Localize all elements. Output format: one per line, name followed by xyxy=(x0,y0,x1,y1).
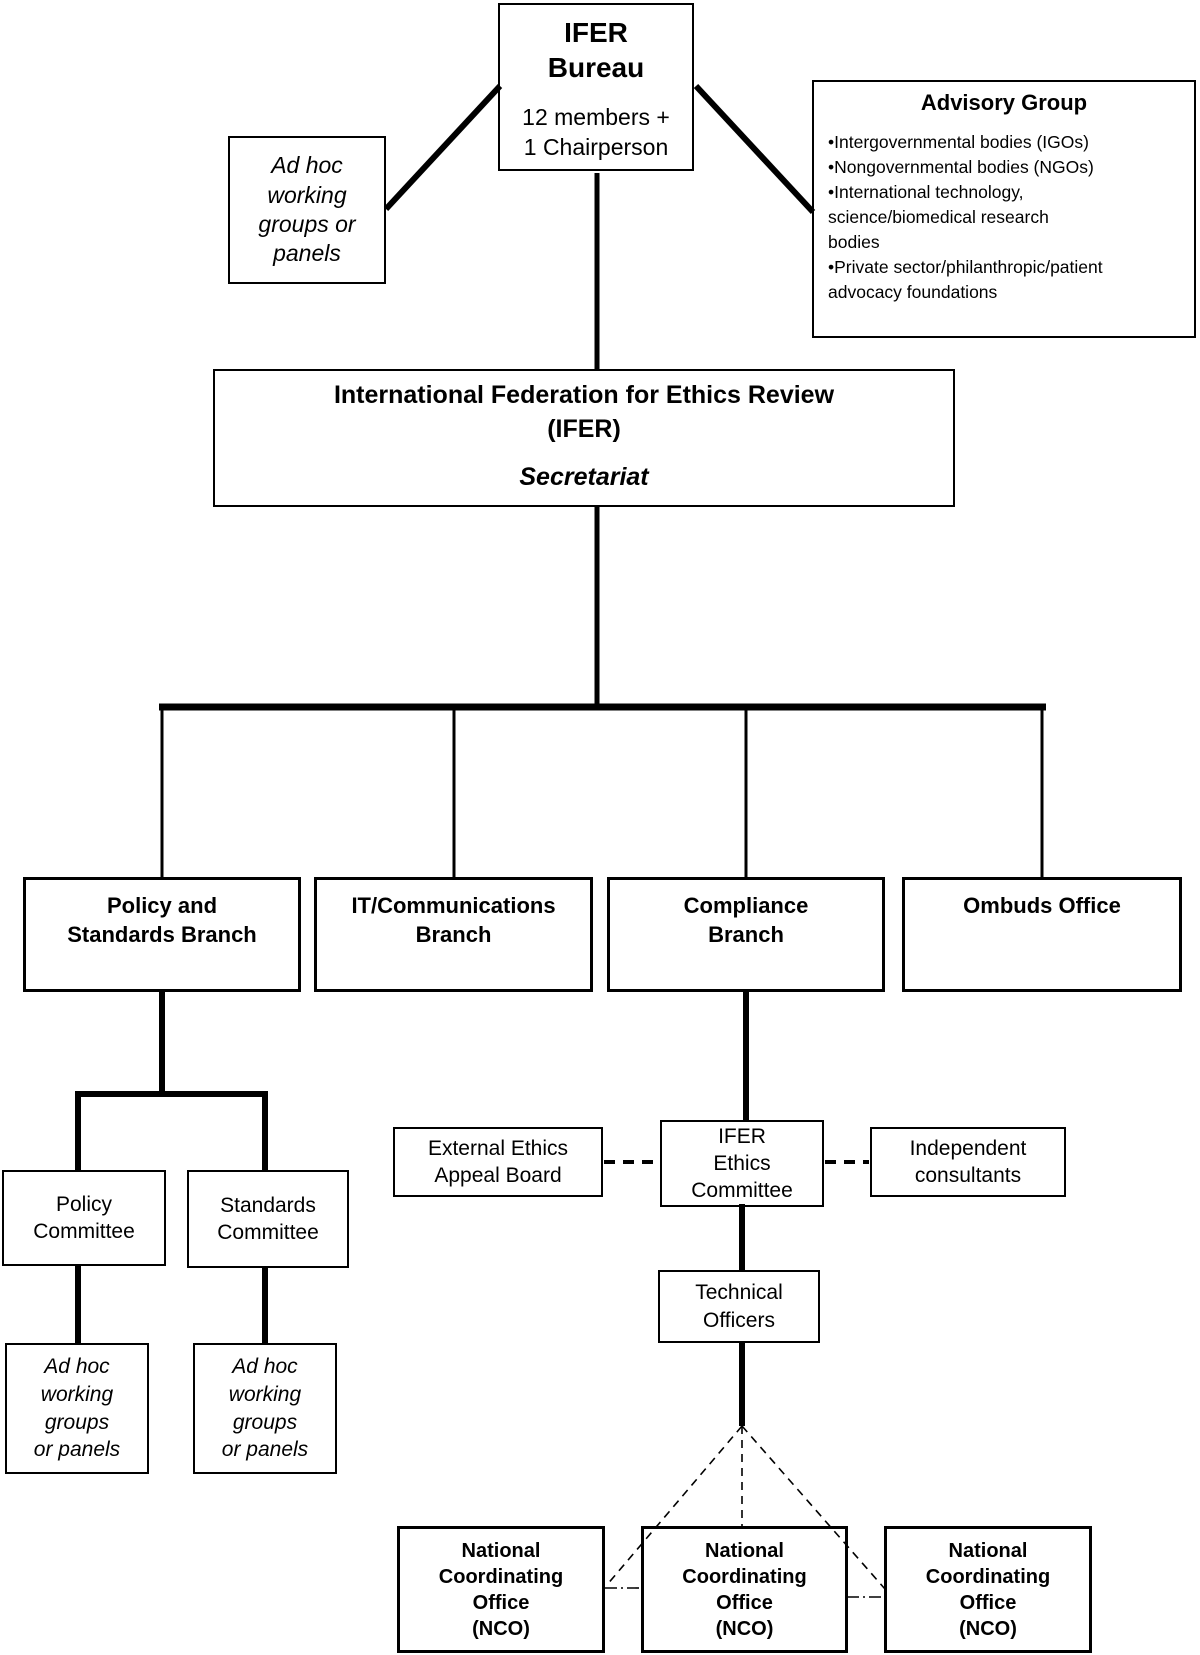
line-adhoc-to-bureau xyxy=(383,83,503,212)
branch-box-it-communications: IT/Communications Branch xyxy=(314,877,593,992)
technical-officers-box: Technical Officers xyxy=(658,1270,820,1343)
advisory-group-title: Advisory Group xyxy=(920,90,1088,115)
adhoc-working-groups-policy-box: Ad hoc working groups or panels xyxy=(5,1343,149,1474)
national-coordinating-office-box-1: National Coordinating Office (NCO) xyxy=(397,1526,605,1653)
national-coordinating-office-box-2: National Coordinating Office (NCO) xyxy=(641,1526,848,1653)
standards-committee-box: Standards Committee xyxy=(187,1170,349,1268)
policy-committee-box: Policy Committee xyxy=(2,1170,166,1266)
ifer-bureau-subtitle: 12 members + 1 Chairperson xyxy=(522,104,670,160)
adhoc-working-groups-top-box: Ad hoc working groups or panels xyxy=(228,136,386,284)
secretariat-title: International Federation for Ethics Revi… xyxy=(333,381,835,443)
secretariat-subtitle: Secretariat xyxy=(519,462,649,491)
ifer-bureau-title: IFER Bureau xyxy=(547,17,645,83)
independent-consultants-box: Independent consultants xyxy=(870,1127,1066,1197)
branch-box-ombuds-office: Ombuds Office xyxy=(902,877,1182,992)
ifer-ethics-committee-box: IFER Ethics Committee xyxy=(660,1120,824,1207)
adhoc-working-groups-standards-box: Ad hoc working groups or panels xyxy=(193,1343,337,1474)
external-ethics-appeal-board-box: External Ethics Appeal Board xyxy=(393,1127,603,1197)
line-bureau-to-advisory xyxy=(693,83,816,215)
branch-box-policy-standards: Policy and Standards Branch xyxy=(23,877,301,992)
ifer-bureau-box: IFER Bureau 12 members + 1 Chairperson xyxy=(498,3,694,171)
advisory-group-list: •Intergovernmental bodies (IGOs) •Nongov… xyxy=(828,132,1103,302)
secretariat-box: International Federation for Ethics Revi… xyxy=(213,369,955,507)
advisory-group-box: Advisory Group •Intergovernmental bodies… xyxy=(812,80,1196,338)
branch-box-compliance: Compliance Branch xyxy=(607,877,885,992)
national-coordinating-office-box-3: National Coordinating Office (NCO) xyxy=(884,1526,1092,1653)
